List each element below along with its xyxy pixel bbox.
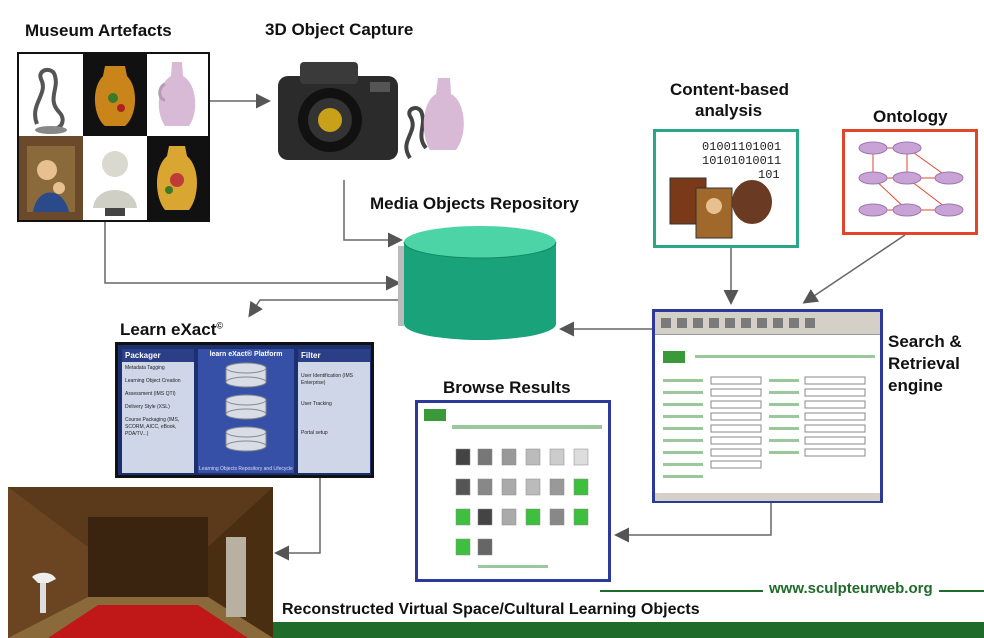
arrow-capture-to-repository <box>343 180 403 248</box>
search-form <box>655 351 880 501</box>
vase-icon <box>157 146 197 210</box>
ontology-node <box>858 171 888 185</box>
ontology-node <box>934 203 964 217</box>
results-grid <box>424 409 602 568</box>
content-analysis-label-line2: analysis <box>695 101 763 120</box>
binary-code: 01001101001 10101010011 101 <box>702 140 781 182</box>
artefact-bust <box>83 136 147 220</box>
vase-icon <box>158 62 196 126</box>
filter-item: User Tracking <box>301 401 332 407</box>
ontology-graph <box>858 141 964 217</box>
binary-line: 01001101001 <box>702 140 782 154</box>
object-capture-label: 3D Object Capture <box>265 20 414 39</box>
bust-image <box>93 151 137 216</box>
artefact-painting <box>19 136 83 220</box>
virtual-space-render <box>8 487 273 638</box>
museum-artefacts-label: Museum Artefacts <box>25 21 172 40</box>
vase-icon <box>94 66 136 126</box>
arrow-artefacts-to-repository <box>104 222 401 291</box>
browser-toolbar <box>655 312 880 335</box>
packager-items: Metadata Tagging Learning Object Creatio… <box>122 362 194 441</box>
platform-column: learn eXact® Platform Learning Objects R… <box>198 349 294 473</box>
ontology-node <box>892 203 922 217</box>
filter-items: User Identification (IMS Enterprise) Use… <box>298 362 370 440</box>
arrow-learnexact-to-virtualspace <box>274 478 321 561</box>
platform-title: learn eXact® Platform <box>209 351 283 358</box>
search-label-line1: Search & <box>888 332 962 351</box>
search-label-line2: Retrieval <box>888 354 960 373</box>
virtual-room-image <box>8 487 273 638</box>
browse-results-label: Browse Results <box>443 378 571 397</box>
website-link[interactable]: www.sculpteurweb.org <box>763 580 939 597</box>
artefact-jug <box>83 54 147 136</box>
dragon-icon <box>33 67 67 134</box>
arrow-repository-to-learnexact <box>248 299 398 318</box>
binary-line: 10101010011 <box>702 154 782 168</box>
toolbar-icons <box>661 318 815 328</box>
painting-image <box>27 146 75 212</box>
packager-item: Course Packaging (IMS, SCORM, AICC, eBoo… <box>125 417 180 437</box>
binary-line: 101 <box>758 168 780 182</box>
packager-item: Assessment (IMS QTI) <box>125 391 176 397</box>
packager-title: Packager <box>122 349 194 362</box>
ontology-node <box>892 141 922 155</box>
learn-exact-label: Learn eXact© <box>120 320 224 339</box>
repository-label: Media Objects Repository <box>370 194 579 213</box>
footer-caption: Reconstructed Virtual Space/Cultural Lea… <box>282 601 700 618</box>
artefact-dragon <box>19 54 83 136</box>
arrow-ontology-to-search <box>802 234 906 304</box>
camera-icon <box>278 62 464 160</box>
database-icon <box>398 226 557 340</box>
filter-item: Portal setup <box>301 430 328 436</box>
content-analysis-label-line1: Content-based <box>670 80 789 99</box>
filter-title: Filter <box>298 349 370 362</box>
artefact-vase <box>147 136 208 220</box>
museum-artefacts-grid <box>17 52 210 222</box>
ontology-node <box>892 171 922 185</box>
analysis-images <box>669 177 772 239</box>
artefact-bottle <box>147 54 208 136</box>
packager-column: Packager Metadata Tagging Learning Objec… <box>122 349 194 473</box>
content-analysis-box: 01001101001 10101010011 101 <box>653 129 799 248</box>
packager-item: Metadata Tagging <box>125 365 165 371</box>
ontology-label: Ontology <box>873 107 948 126</box>
browse-results-screenshot <box>415 400 611 582</box>
ontology-node <box>858 203 888 217</box>
footer-bar <box>273 622 984 638</box>
search-retrieval-screenshot <box>652 309 883 503</box>
arrow-search-to-browse <box>614 503 772 543</box>
filter-item: User Identification (IMS Enterprise) <box>301 373 353 386</box>
platform-caption: Learning Objects Repository and Lifecycl… <box>199 466 293 472</box>
ontology-box <box>842 129 978 235</box>
packager-item: Learning Object Creation <box>125 378 181 384</box>
filter-column: Filter User Identification (IMS Enterpri… <box>298 349 370 473</box>
object-capture-illustration <box>270 48 480 188</box>
ontology-node <box>858 141 888 155</box>
packager-item: Delivery Style (XSL) <box>125 404 170 410</box>
media-repository-cylinder <box>398 224 563 344</box>
platform-databases <box>225 362 267 452</box>
ontology-node <box>934 171 964 185</box>
search-label-line3: engine <box>888 376 943 395</box>
learn-exact-panel: Packager Metadata Tagging Learning Objec… <box>115 342 374 478</box>
